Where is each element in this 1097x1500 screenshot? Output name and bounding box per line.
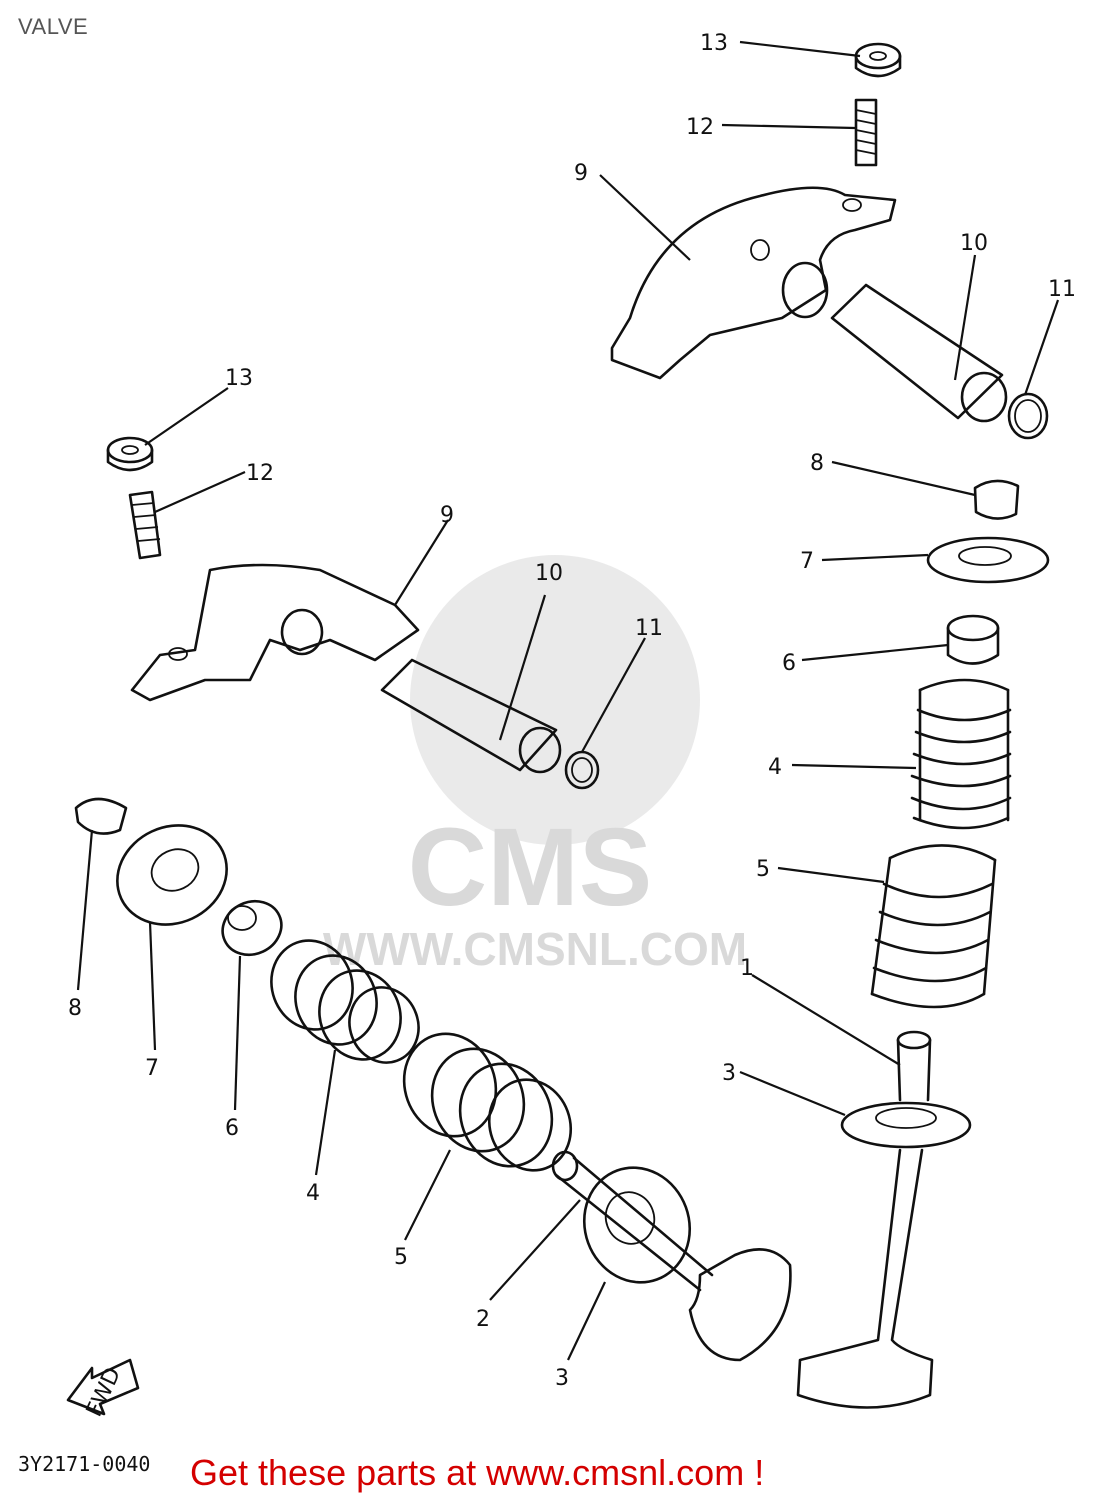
label-13-upper: 13 — [700, 31, 728, 56]
label-13-left: 13 — [225, 366, 253, 391]
part-8-cotter-left — [74, 797, 128, 835]
label-8-left: 8 — [68, 996, 82, 1021]
part-number-labels: 13 12 9 10 11 8 7 6 4 5 1 3 13 12 9 10 1… — [68, 31, 1076, 1391]
label-1: 1 — [740, 956, 754, 981]
part-5-outer-spring-left — [402, 1032, 573, 1172]
label-11-upper: 11 — [1048, 277, 1076, 302]
part-11-oring-upper — [1007, 392, 1049, 440]
label-7-left: 7 — [145, 1056, 159, 1081]
label-10-left: 10 — [535, 561, 563, 586]
label-12-left: 12 — [246, 461, 274, 486]
label-5-right: 5 — [756, 857, 770, 882]
part-7-retainer-right — [926, 536, 1050, 584]
label-6-left: 6 — [225, 1116, 239, 1141]
part-8-cotter-right — [973, 479, 1020, 520]
label-9-upper: 9 — [574, 161, 588, 186]
part-2-valve-left — [551, 1150, 792, 1362]
part-6-seal-left — [221, 899, 283, 957]
label-12-upper: 12 — [686, 115, 714, 140]
watermark: CMS WWW.CMSNL.COM — [323, 555, 747, 975]
part-4-inner-spring-right — [910, 678, 1012, 830]
page-title: VALVE — [18, 14, 89, 39]
part-9-rocker-arm-left — [130, 563, 420, 702]
part-1-valve-right — [796, 1030, 934, 1409]
part-3-seat-right — [840, 1101, 972, 1149]
leader-lines — [76, 40, 1060, 1361]
part-7-retainer-left — [116, 824, 228, 926]
part-12-adjuster-upper — [854, 98, 878, 167]
part-4-inner-spring-left — [270, 939, 420, 1064]
label-3-right: 3 — [722, 1061, 736, 1086]
label-3-left: 3 — [555, 1366, 569, 1391]
part-3-seat-left — [582, 1166, 692, 1284]
part-13-nut-left — [106, 436, 154, 472]
part-12-adjuster-left — [128, 490, 162, 560]
watermark-brand: CMS — [408, 806, 652, 929]
cta-link[interactable]: Get these parts at www.cmsnl.com ! — [190, 1452, 765, 1493]
part-10-rocker-shaft-left — [380, 658, 562, 774]
part-9-rocker-arm-upper — [610, 186, 897, 380]
fwd-arrow-icon: FWD — [66, 1358, 140, 1421]
watermark-url: WWW.CMSNL.COM — [323, 923, 747, 975]
label-5-left: 5 — [394, 1245, 408, 1270]
part-13-nut-upper — [854, 42, 902, 78]
label-4-right: 4 — [768, 755, 782, 780]
label-2: 2 — [476, 1307, 490, 1332]
label-9-left: 9 — [440, 503, 454, 528]
label-4-left: 4 — [306, 1181, 320, 1206]
label-10-upper: 10 — [960, 231, 988, 256]
label-11-left: 11 — [635, 616, 663, 641]
part-10-rocker-shaft-upper — [830, 283, 1008, 423]
watermark-logo-icon — [410, 555, 700, 845]
label-7-right: 7 — [800, 549, 814, 574]
diagram-code: 3Y2171-0040 — [18, 1452, 151, 1476]
label-8-right: 8 — [810, 451, 824, 476]
part-5-outer-spring-right — [870, 844, 997, 1009]
part-6-seal-right — [946, 614, 1000, 665]
label-6-right: 6 — [782, 651, 796, 676]
